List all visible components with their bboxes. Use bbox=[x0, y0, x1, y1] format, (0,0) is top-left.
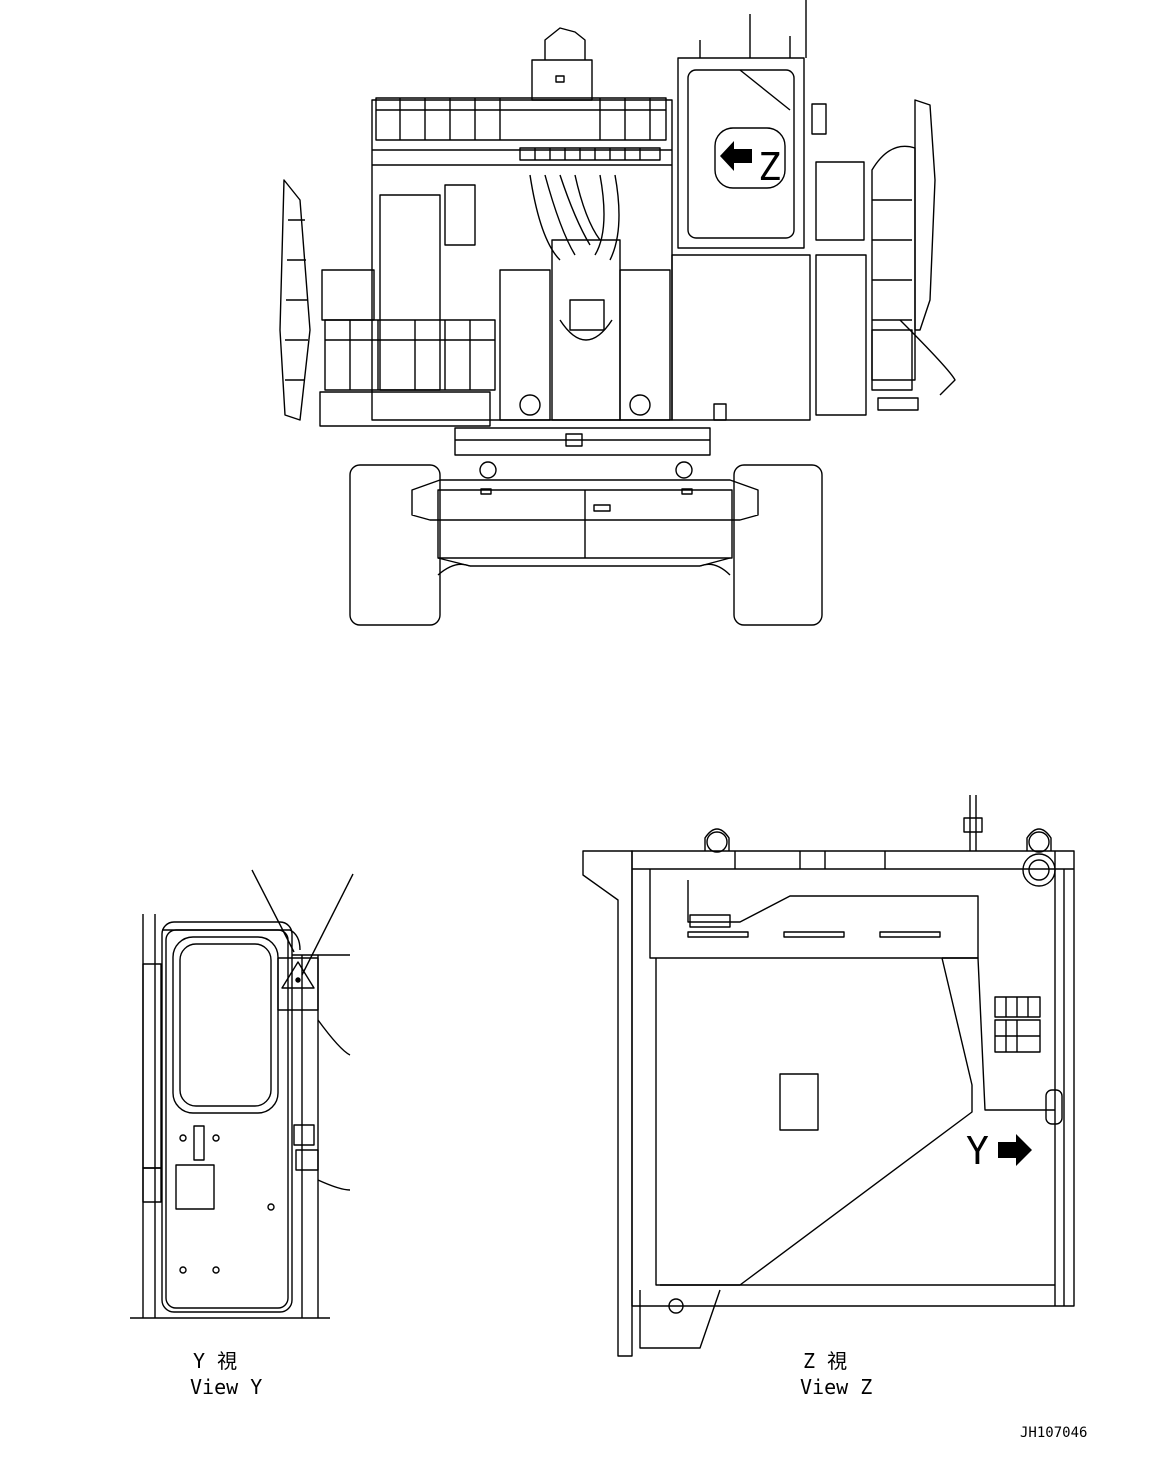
info-plate bbox=[779, 1073, 819, 1131]
left-arrow-icon bbox=[720, 141, 752, 171]
drawing-number: JH107046 bbox=[1020, 1425, 1087, 1441]
left-stairway-rail bbox=[321, 269, 496, 391]
view-z-marker: Z bbox=[758, 145, 781, 189]
view-y-callout: Y bbox=[966, 1129, 1032, 1173]
view-y-marker: Y bbox=[966, 1129, 989, 1173]
operator-cab bbox=[677, 0, 827, 249]
label-grid bbox=[994, 996, 1063, 1125]
exhaust-stack bbox=[531, 27, 593, 101]
view-z-callout: Z bbox=[714, 127, 786, 189]
view-y-drawing bbox=[130, 869, 354, 1319]
swing-bearing bbox=[454, 427, 711, 479]
right-crawler-track bbox=[733, 464, 823, 626]
view-y-caption-jp: Y 視 bbox=[193, 1349, 237, 1373]
valve-bank bbox=[519, 147, 661, 161]
left-ladder bbox=[279, 179, 311, 421]
door-window bbox=[172, 936, 279, 1114]
cab-door bbox=[161, 921, 293, 1313]
cab-roof-frame bbox=[631, 850, 1075, 1307]
upper-structure bbox=[319, 99, 673, 427]
leader-line-1 bbox=[251, 869, 295, 953]
view-y-caption-en: View Y bbox=[190, 1375, 262, 1399]
top-panel bbox=[649, 869, 979, 959]
machine-rear-view: Z bbox=[279, 0, 956, 626]
right-side-structure bbox=[671, 99, 956, 421]
warning-label bbox=[277, 957, 319, 1011]
view-z-caption-en: View Z bbox=[800, 1375, 872, 1399]
track-frame bbox=[411, 479, 759, 576]
top-handrail bbox=[375, 97, 667, 141]
view-z-caption-jp: Z 視 bbox=[803, 1349, 847, 1373]
left-crawler-track bbox=[349, 464, 441, 626]
view-z-drawing: Y bbox=[582, 795, 1075, 1357]
leader-line-2 bbox=[301, 873, 354, 976]
door-plate bbox=[175, 1164, 215, 1210]
right-arrow-icon bbox=[998, 1134, 1032, 1166]
captions: Y 視 View Y Z 視 View Z JH107046 bbox=[190, 1349, 1087, 1441]
side-panel bbox=[655, 853, 1056, 1286]
